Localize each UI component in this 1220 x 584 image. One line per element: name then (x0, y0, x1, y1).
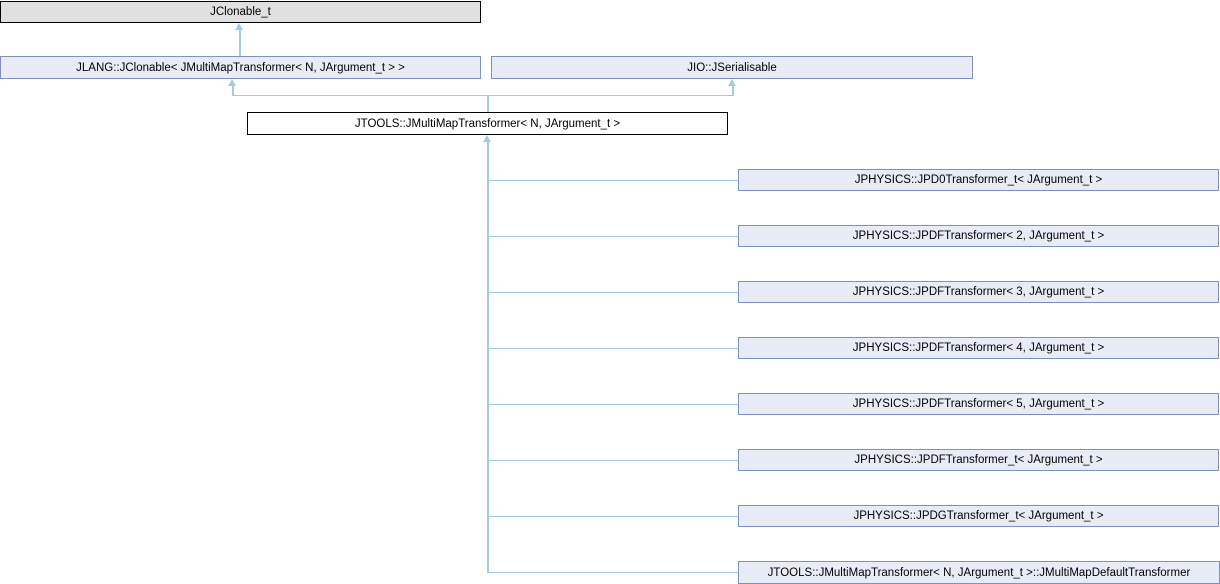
node-jphysics-jpdftransformer-2[interactable]: JPHYSICS::JPDFTransformer< 2, JArgument_… (738, 225, 1219, 247)
node-jmultimapdefaulttransformer[interactable]: JTOOLS::JMultiMapTransformer< N, JArgume… (738, 561, 1220, 584)
inheritance-branch-4 (488, 348, 738, 349)
inheritance-branch-3 (488, 292, 738, 293)
node-jphysics-jpdftransformer-5[interactable]: JPHYSICS::JPDFTransformer< 5, JArgument_… (738, 393, 1219, 415)
node-jphysics-jpdftransformer-3[interactable]: JPHYSICS::JPDFTransformer< 3, JArgument_… (738, 281, 1219, 303)
node-jlang-jclonable[interactable]: JLANG::JClonable< JMultiMapTransformer< … (0, 56, 481, 79)
inheritance-branch-5 (488, 404, 738, 405)
arrowhead-up-icon (228, 79, 236, 86)
node-jphysics-jpdftransformer-4[interactable]: JPHYSICS::JPDFTransformer< 4, JArgument_… (738, 337, 1219, 359)
inheritance-branch-6 (488, 460, 738, 461)
inheritance-trunk (487, 142, 489, 573)
node-jphysics-jpd0transformer-t[interactable]: JPHYSICS::JPD0Transformer_t< JArgument_t… (738, 169, 1219, 191)
inheritance-edge-right-stub (732, 86, 734, 96)
node-jio-jserialisable[interactable]: JIO::JSerialisable (491, 56, 973, 79)
arrowhead-up-icon (728, 79, 736, 86)
inheritance-branch-7 (488, 516, 738, 517)
inheritance-edge-left-stub (232, 86, 234, 96)
arrowhead-up-icon (483, 135, 491, 142)
inheritance-edge-parents-connector (232, 95, 734, 96)
inheritance-edge-child-riser (487, 96, 489, 112)
node-jclonable-t: JClonable_t (0, 1, 481, 23)
inheritance-branch-1 (488, 180, 738, 181)
node-jphysics-jpdgtransformer-t[interactable]: JPHYSICS::JPDGTransformer_t< JArgument_t… (738, 505, 1219, 527)
node-jtools-jmultimaptransformer: JTOOLS::JMultiMapTransformer< N, JArgume… (247, 112, 728, 135)
inheritance-branch-2 (488, 236, 738, 237)
node-jphysics-jpdftransformer-t[interactable]: JPHYSICS::JPDFTransformer_t< JArgument_t… (738, 449, 1219, 471)
inheritance-edge-jclonable (239, 30, 241, 56)
arrowhead-up-icon (235, 23, 243, 30)
inheritance-branch-8 (488, 572, 738, 573)
